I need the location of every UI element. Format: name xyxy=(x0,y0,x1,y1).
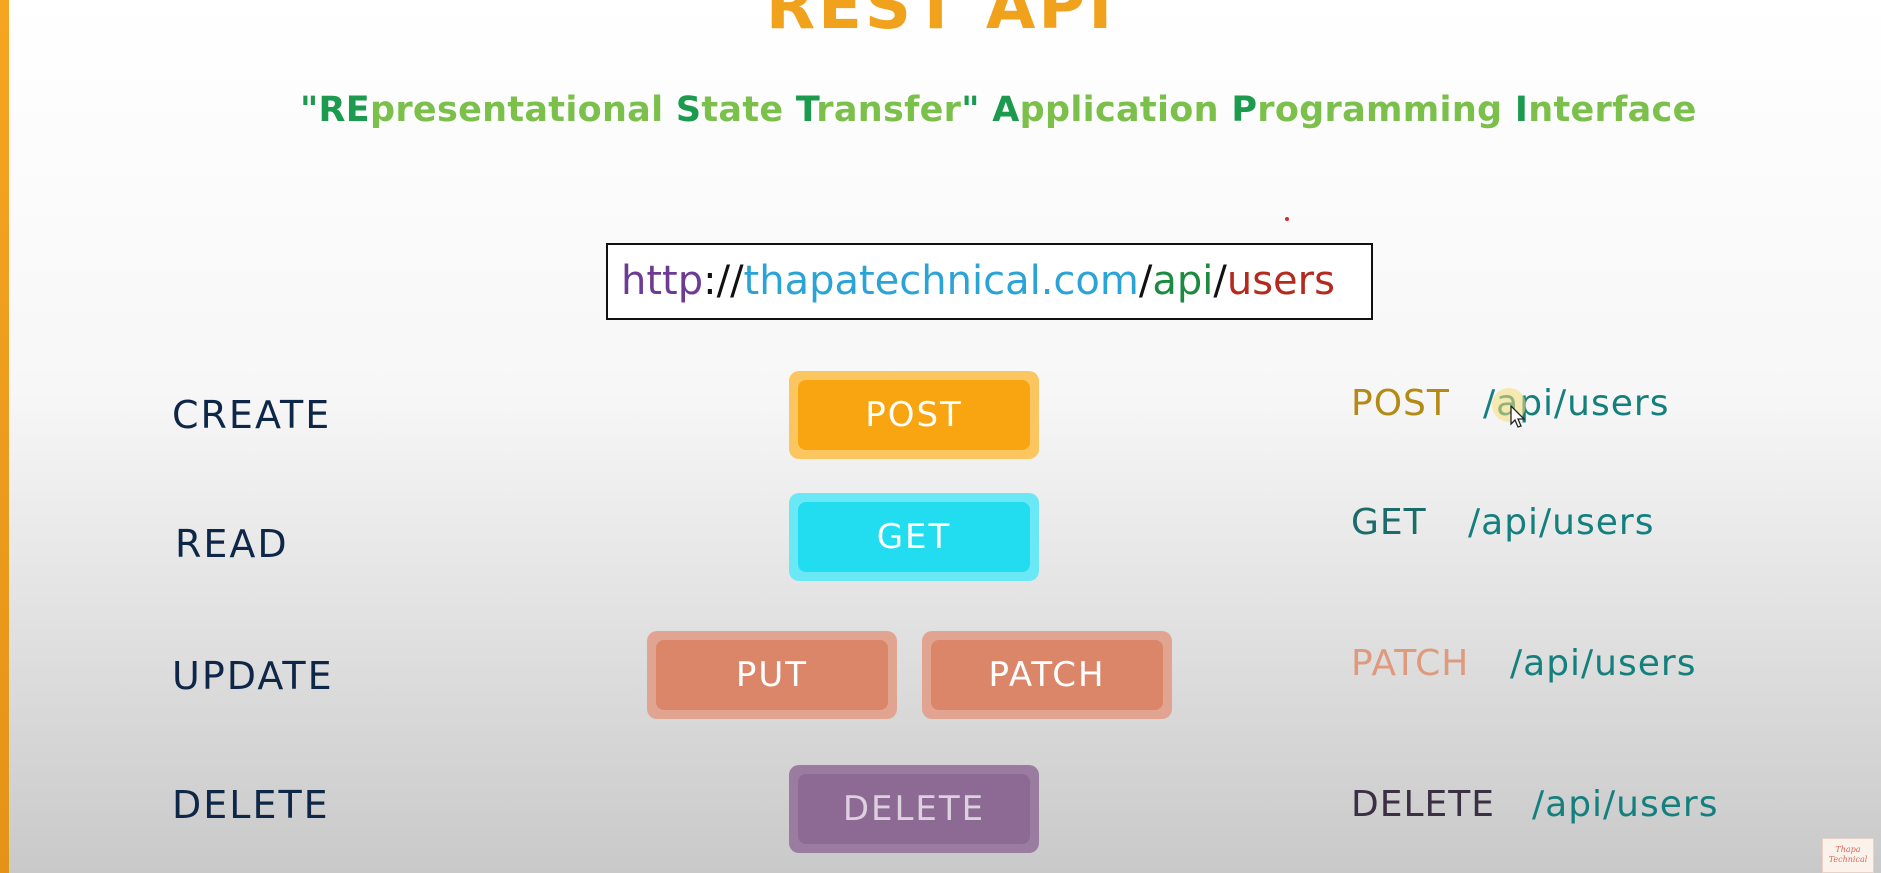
patch-button-label: PATCH xyxy=(931,640,1163,710)
subtitle-cap-5: P xyxy=(1231,90,1258,130)
url-separator: :// xyxy=(703,258,744,304)
route-method-post: POST xyxy=(1351,383,1450,424)
subtitle-rest-2: tate xyxy=(701,90,796,130)
route-delete: DELETE/api/users xyxy=(1351,784,1718,825)
url-slash-1: / xyxy=(1138,258,1153,304)
subtitle-rest-5: rogramming xyxy=(1257,90,1515,130)
operation-label-read: READ xyxy=(175,522,289,566)
subtitle-cap-1: "RE xyxy=(300,90,370,130)
operation-label-create: CREATE xyxy=(172,393,332,437)
subtitle-cap-4: " A xyxy=(961,90,1020,130)
get-button[interactable]: GET xyxy=(789,493,1039,581)
url-api-segment: api xyxy=(1152,258,1214,304)
example-url-box: http://thapatechnical.com/api/users xyxy=(606,243,1373,320)
route-patch: PATCH/api/users xyxy=(1351,643,1696,684)
route-method-delete: DELETE xyxy=(1351,784,1496,825)
put-button[interactable]: PUT xyxy=(647,631,897,719)
delete-button-label: DELETE xyxy=(798,774,1030,844)
url-domain: thapatechnical.com xyxy=(743,258,1139,304)
url-users-segment: users xyxy=(1226,258,1335,304)
get-button-label: GET xyxy=(798,502,1030,572)
subtitle-cap-2: S xyxy=(675,90,702,130)
subtitle-rest-1: presentational xyxy=(370,90,676,130)
annotation-dot xyxy=(1285,217,1289,221)
route-path-delete: /api/users xyxy=(1532,784,1719,825)
post-button-label: POST xyxy=(798,380,1030,450)
subtitle-rest-4: pplication xyxy=(1019,90,1232,130)
post-button[interactable]: POST xyxy=(789,371,1039,459)
route-get: GET/api/users xyxy=(1351,502,1654,543)
subtitle-rest-6: nterface xyxy=(1528,90,1697,130)
url-protocol: http xyxy=(621,258,704,304)
route-path-get: /api/users xyxy=(1468,502,1655,543)
route-path-patch: /api/users xyxy=(1510,643,1697,684)
operation-label-delete: DELETE xyxy=(172,783,330,827)
page-title: REST API xyxy=(765,0,1116,44)
subtitle-cap-6: I xyxy=(1514,90,1529,130)
url-slash-2: / xyxy=(1213,258,1227,304)
mouse-pointer-icon xyxy=(1510,405,1526,428)
left-accent-bar xyxy=(0,0,9,873)
put-button-label: PUT xyxy=(656,640,888,710)
patch-button[interactable]: PATCH xyxy=(922,631,1172,719)
acronym-subtitle: "REpresentational State Transfer" Applic… xyxy=(300,90,1696,130)
route-method-patch: PATCH xyxy=(1351,643,1470,684)
subtitle-cap-3: T xyxy=(795,90,817,130)
route-method-get: GET xyxy=(1351,502,1427,543)
delete-button[interactable]: DELETE xyxy=(789,765,1039,853)
subtitle-rest-3: ransfer xyxy=(816,90,962,130)
operation-label-update: UPDATE xyxy=(172,654,334,698)
channel-logo: Thapa Technical xyxy=(1822,838,1874,873)
